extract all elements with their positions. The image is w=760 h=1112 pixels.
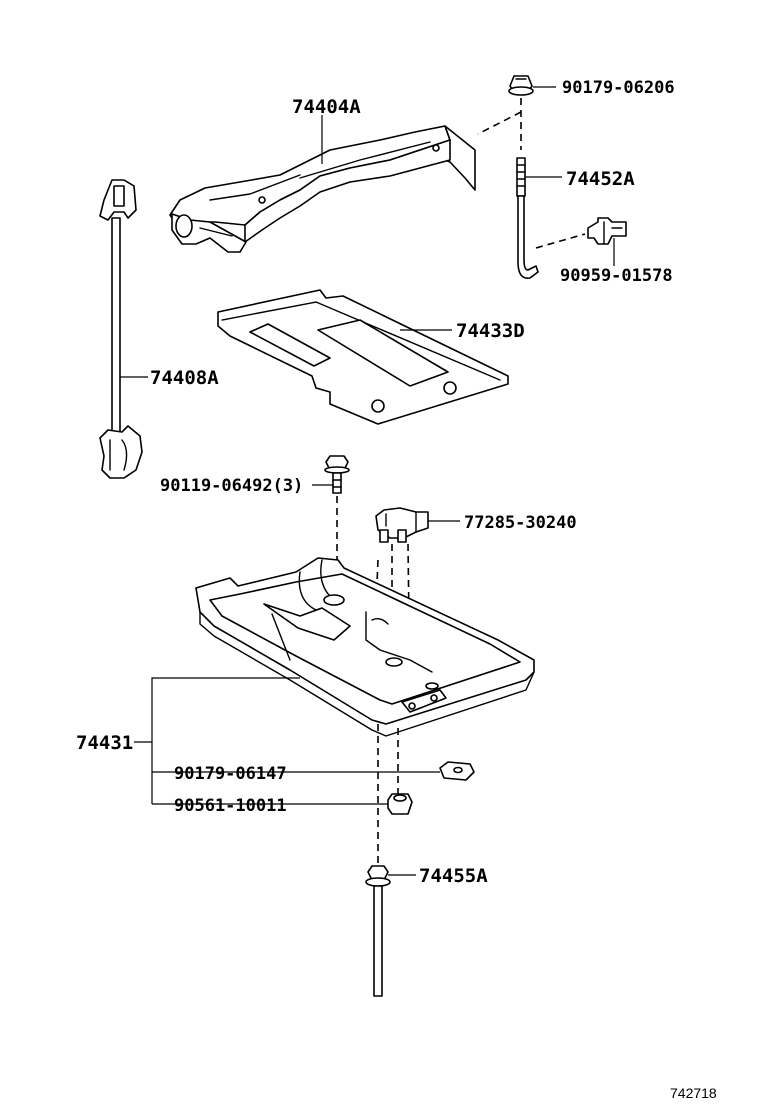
figure-id: 742718: [670, 1085, 717, 1101]
part-label-90119-06492: 90119-06492(3): [160, 476, 303, 496]
part-label-90179-06147: 90179-06147: [174, 764, 287, 784]
part-label-77285-30240: 77285-30240: [464, 513, 577, 533]
battery-tray-drawing: [195, 557, 535, 737]
part-label-74433D: 74433D: [456, 320, 525, 342]
part-label-74408A: 74408A: [150, 367, 219, 389]
insulator-plate-drawing: [217, 289, 509, 425]
long-bolt-drawing: [365, 865, 391, 997]
part-label-90959-01578: 90959-01578: [560, 266, 673, 286]
battery-hold-down-bracket-drawing: [169, 125, 476, 253]
side-rod-drawing: [99, 179, 143, 479]
part-label-90561-10011: 90561-10011: [174, 796, 287, 816]
j-bolt-rod-drawing: [516, 157, 539, 279]
connector-drawing: [375, 507, 429, 543]
part-label-74431: 74431: [76, 732, 133, 754]
part-label-74455A: 74455A: [419, 865, 488, 887]
bolt-drawing: [324, 455, 350, 494]
part-label-74404A: 74404A: [292, 96, 361, 118]
grommet-drawing: [387, 793, 413, 815]
clip-nut-drawing: [439, 761, 475, 781]
part-label-74452A: 74452A: [566, 168, 635, 190]
flange-nut-drawing: [508, 75, 534, 96]
clip-drawing: [587, 217, 627, 245]
part-label-90179-06206: 90179-06206: [562, 78, 675, 98]
